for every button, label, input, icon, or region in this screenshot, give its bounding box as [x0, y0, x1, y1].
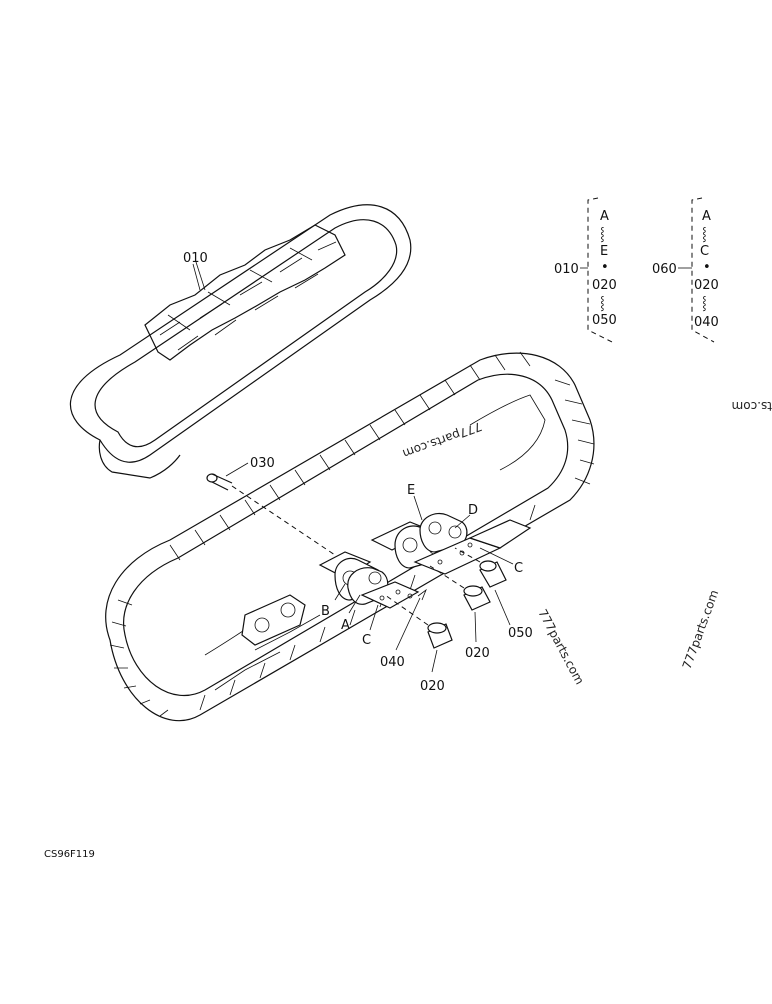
watermark-2: 777parts.com [535, 607, 586, 687]
callout-C-left: C [362, 633, 371, 648]
callouts: 010 030 E D C B A C 040 020 020 050 [183, 251, 533, 694]
rubber-track [69, 204, 412, 479]
callout-B: B [321, 604, 330, 619]
watermark-1: 777parts.com [401, 419, 484, 461]
watermark-3: 777parts.com [680, 588, 722, 671]
pin-030 [206, 473, 336, 556]
legend-060: 060 A ⸾ C • 020 ⸾ 040 [652, 197, 719, 343]
pin-020-right [429, 565, 491, 611]
exploded-links [206, 473, 532, 649]
legend-010-part-bottom: 050 [592, 313, 617, 328]
legend-060-letter-bottom: C [700, 244, 709, 259]
legend-060-letter-top: A [702, 209, 711, 224]
callout-C-right: C [514, 561, 523, 576]
legend-010: 010 A ⸾ E • 020 ⸾ 050 [554, 197, 617, 343]
legend-060-part-top: 020 [694, 278, 719, 293]
legend-010-sep2: ⸾ [600, 296, 605, 312]
callout-A: A [341, 618, 350, 633]
callout-E: E [407, 483, 415, 498]
callout-020-right: 020 [465, 646, 490, 661]
watermark-4: ts.com [732, 399, 772, 413]
legend-010-sep1: ⸾ [600, 227, 605, 243]
callout-020-left: 020 [420, 679, 445, 694]
steel-track [105, 351, 595, 722]
legend-060-sep2: ⸾ [702, 296, 707, 312]
callout-050: 050 [508, 626, 533, 641]
legend-010-letter-top: A [600, 209, 609, 224]
legend-010-part-top: 020 [592, 278, 617, 293]
callout-040: 040 [380, 655, 405, 670]
legend-010-ref: 010 [554, 262, 579, 277]
callout-D: D [468, 503, 478, 518]
pin-050 [454, 547, 507, 588]
drawing-code: CS96F119 [44, 849, 95, 860]
callout-030: 030 [250, 456, 275, 471]
clip-040 [417, 588, 427, 601]
legend-010-letter-bottom: E [600, 244, 608, 259]
legend-060-part-bottom: 040 [694, 315, 719, 330]
legend-060-ref: 060 [652, 262, 677, 277]
legend-010-dot: • [601, 260, 609, 275]
pin-020-left [384, 594, 453, 649]
callout-010: 010 [183, 251, 208, 266]
legend-060-dot: • [703, 260, 711, 275]
legend-060-sep1: ⸾ [702, 227, 707, 243]
leader-lines [192, 263, 514, 673]
